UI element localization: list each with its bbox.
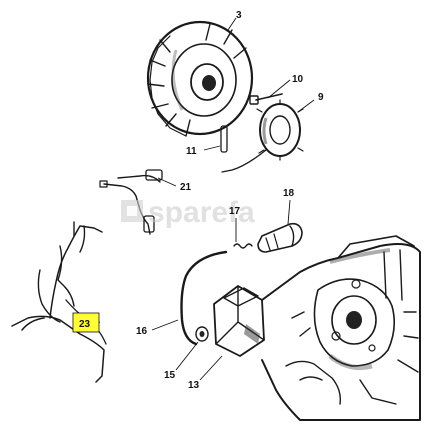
screw[interactable] bbox=[249, 93, 283, 105]
callout-23[interactable]: 23 bbox=[79, 319, 91, 330]
callout-21[interactable]: 21 bbox=[180, 182, 192, 193]
callout-15[interactable]: 15 bbox=[164, 370, 176, 381]
callout-11[interactable]: 11 bbox=[186, 146, 197, 157]
callout-3[interactable]: 3 bbox=[236, 10, 242, 21]
flywheel[interactable] bbox=[146, 20, 254, 137]
watermark-text: sparefa bbox=[148, 196, 255, 229]
stator[interactable] bbox=[256, 99, 304, 161]
callout-16[interactable]: 16 bbox=[136, 326, 148, 337]
leader-lines bbox=[79, 17, 315, 381]
spark-plug-boot[interactable] bbox=[257, 222, 303, 253]
spring[interactable] bbox=[233, 243, 253, 249]
wiring-harness[interactable] bbox=[11, 221, 107, 383]
pin[interactable] bbox=[220, 125, 228, 153]
stator-wire bbox=[221, 149, 267, 173]
callout-13[interactable]: 13 bbox=[188, 380, 200, 391]
ignition-module[interactable] bbox=[213, 285, 265, 357]
callout-17[interactable]: 17 bbox=[229, 206, 241, 217]
grommet[interactable] bbox=[195, 326, 209, 342]
callout-10[interactable]: 10 bbox=[292, 74, 304, 85]
watermark: sparefa bbox=[121, 196, 255, 229]
ignition-lead[interactable] bbox=[180, 250, 228, 346]
engine-housing bbox=[261, 235, 421, 421]
callout-18[interactable]: 18 bbox=[283, 188, 295, 199]
callout-23-highlight bbox=[72, 312, 100, 333]
callout-9[interactable]: 9 bbox=[318, 92, 324, 103]
